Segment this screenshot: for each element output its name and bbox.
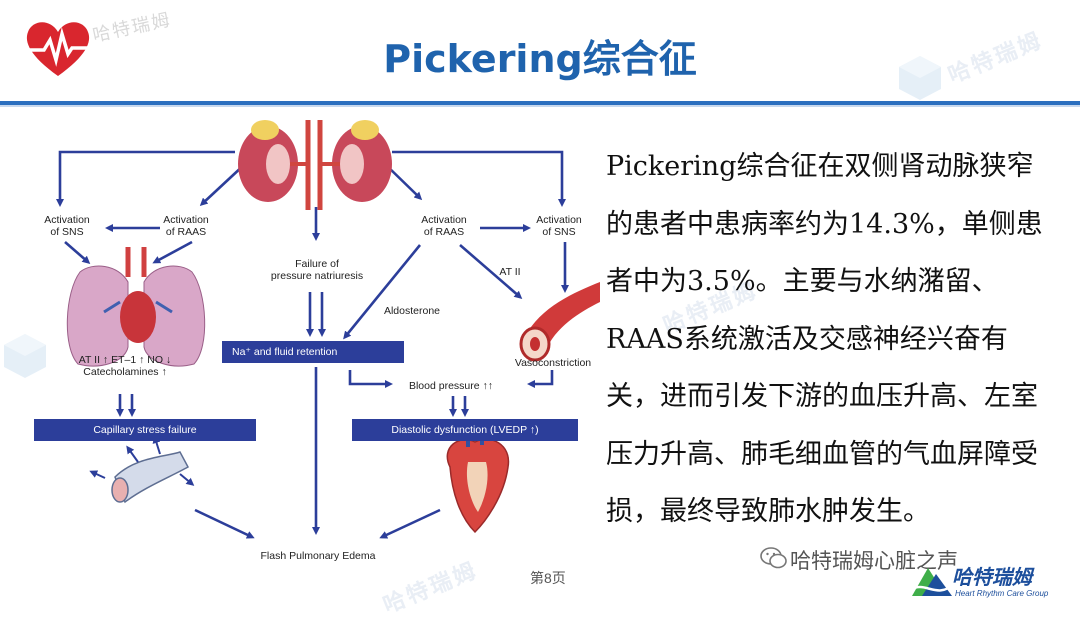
arrow-kidney-to-sns-left [56,150,235,207]
arrow-raas-to-retention [343,244,422,340]
brand-logo-icon [909,568,955,596]
wechat-account-name: 哈特瑞姆心脏之声 [790,549,958,573]
heart-illustration [446,430,510,534]
arrow-kidney-to-sns-right [392,150,566,207]
box-na-fluid-retention: Na⁺ and fluid retention [222,341,404,363]
label-activation-sns-left: Activation of SNS [44,214,90,238]
label-lung-mediators: AT II ↑ ET–1 ↑ NO ↓ Catecholamines ↑ [78,354,172,378]
cube-watermark-icon [4,334,46,378]
slide-title: Pickering综合征 [383,37,697,81]
capillary-illustration [89,435,195,504]
label-aldosterone: Aldosterone [383,305,441,317]
label-blood-pressure: Blood pressure ↑↑ [408,380,494,392]
label-flash-pulmonary-edema: Flash Pulmonary Edema [260,550,376,562]
arrow-raas-to-lung [152,240,193,264]
label-activation-raas-left: Activation of RAAS [163,214,209,238]
box-diastolic-dysfunction: Diastolic dysfunction (LVEDP ↑) [352,419,578,441]
page-number: 第8页 [530,570,566,586]
lungs-illustration [66,247,206,367]
arrow-retention-to-bp [348,370,393,388]
label-vasoconstriction: Vasoconstriction [514,357,592,369]
label-failure-natriuresis: Failure of pressure natriuresis [270,258,364,282]
title-divider-shadow [0,105,1080,107]
arrow-sns-to-lung [64,241,91,264]
brand-subtitle: Heart Rhythm Care Group [955,589,1049,598]
cube-watermark-icon [899,56,941,100]
pathophysiology-diagram: Activation of SNS Activation of RAAS Fai… [20,112,600,587]
arrow-capillary-to-edema [194,508,255,539]
kidneys-illustration [238,120,392,210]
artery-illustration [519,282,600,362]
brand-name: 哈特瑞姆 [952,565,1032,589]
description-text: Pickering综合征在双侧肾动脉狭窄的患者中患病率约为14.3%，单侧患者中… [606,151,1043,527]
wechat-icon [760,547,787,569]
arrow-vessel-to-bp [527,370,554,388]
arrow-heart-to-edema [379,508,441,539]
label-activation-raas-right: Activation of RAAS [421,214,467,238]
arrow-kidney-to-raas-left [199,163,246,207]
diagram-graphics [56,120,600,539]
arrow-raas-to-vessel [459,244,523,299]
title-divider [0,101,1080,105]
label-at2: AT II [499,266,521,278]
heart-logo-icon [24,22,92,76]
box-capillary-stress-failure: Capillary stress failure [34,419,256,441]
label-activation-sns-right: Activation of SNS [536,214,582,238]
